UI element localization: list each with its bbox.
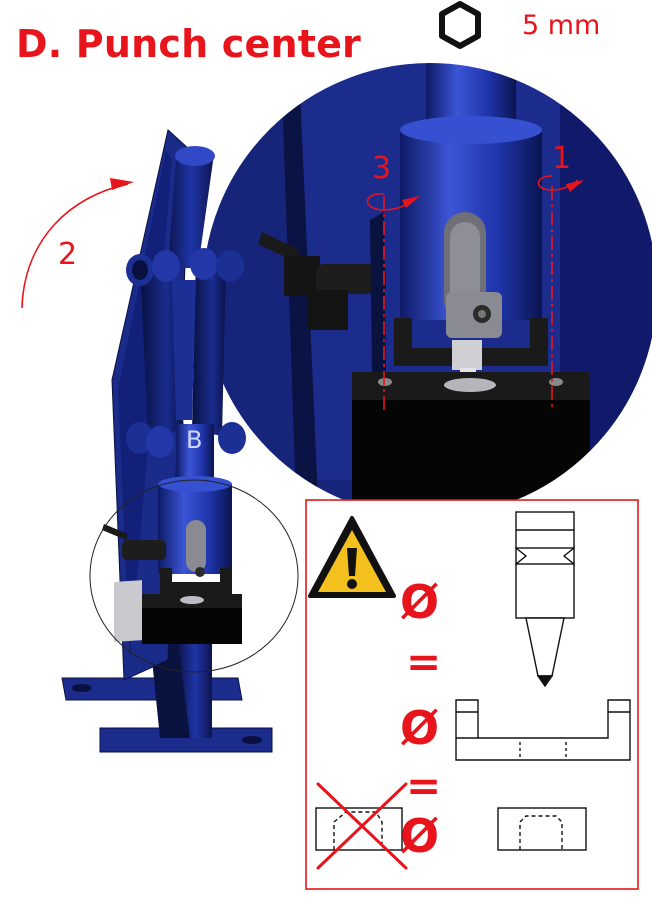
center-line-left (366, 193, 420, 410)
wrench-size-label: 5 mm (522, 10, 601, 41)
bracket-drawing (455, 699, 631, 761)
punch-pin-drawing (515, 511, 575, 688)
crossed-out-icon (316, 782, 408, 870)
callout-step-1: 1 (552, 141, 571, 176)
center-line-right (537, 175, 584, 410)
zoomed-detail-view (202, 62, 652, 518)
diameter-symbol-1: Ø (400, 575, 439, 629)
die-block-incorrect-drawing (315, 807, 403, 851)
detail-circle (89, 479, 299, 673)
diameter-symbol-2: Ø (400, 701, 439, 755)
diameter-symbol-3: Ø (400, 809, 439, 863)
hexagon-outline-icon (439, 1, 481, 49)
die-block-correct-drawing (497, 807, 587, 851)
rotation-arrow-step-2 (21, 178, 134, 309)
callout-step-3: 3 (372, 151, 391, 186)
callout-step-2: 2 (58, 237, 77, 272)
warning-triangle-icon (308, 516, 396, 598)
page-title: D. Punch center (16, 22, 361, 66)
equals-sign-1: = (406, 637, 441, 686)
punch-press-machine (61, 129, 273, 753)
callout-part-b: B (186, 426, 202, 454)
equals-sign-2: = (406, 761, 441, 810)
